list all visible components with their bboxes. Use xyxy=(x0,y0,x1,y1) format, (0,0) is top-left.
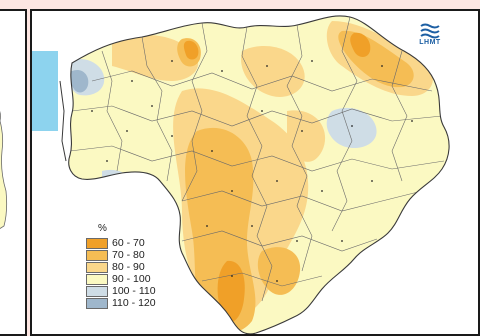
legend-swatch xyxy=(86,261,108,273)
legend-label: 80 - 90 xyxy=(112,261,145,273)
legend-label: 110 - 120 xyxy=(112,297,156,309)
baltic-sea xyxy=(32,51,58,131)
legend-label: 90 - 100 xyxy=(112,273,151,285)
legend-item: 110 - 120 xyxy=(86,297,176,309)
city-markers xyxy=(91,60,413,282)
legend-swatch xyxy=(86,297,108,309)
legend-swatch xyxy=(86,285,108,297)
previous-map-panel xyxy=(0,9,27,336)
lithuania-map xyxy=(32,15,450,334)
legend-item: 100 - 110 xyxy=(86,285,176,297)
legend-label: 70 - 80 xyxy=(112,249,145,261)
legend-label: 100 - 110 xyxy=(112,285,156,297)
logo-label: LHMT xyxy=(419,39,441,46)
legend-item: 60 - 70 xyxy=(86,237,176,249)
legend-swatch xyxy=(86,237,108,249)
legend-swatch xyxy=(86,273,108,285)
wave-logo-icon xyxy=(420,23,440,39)
legend-item: 70 - 80 xyxy=(86,249,176,261)
legend-swatch xyxy=(86,249,108,261)
legend-label: 60 - 70 xyxy=(112,237,145,249)
legend-item: 90 - 100 xyxy=(86,273,176,285)
municipality-borders xyxy=(69,16,445,302)
precipitation-zones xyxy=(68,16,445,332)
curonian-spit xyxy=(59,80,67,162)
legend-unit: % xyxy=(98,223,107,234)
previous-map-fragment xyxy=(0,111,8,229)
lhmt-logo: LHMT xyxy=(414,23,446,55)
title-strip xyxy=(0,0,480,9)
legend-item: 80 - 90 xyxy=(86,261,176,273)
